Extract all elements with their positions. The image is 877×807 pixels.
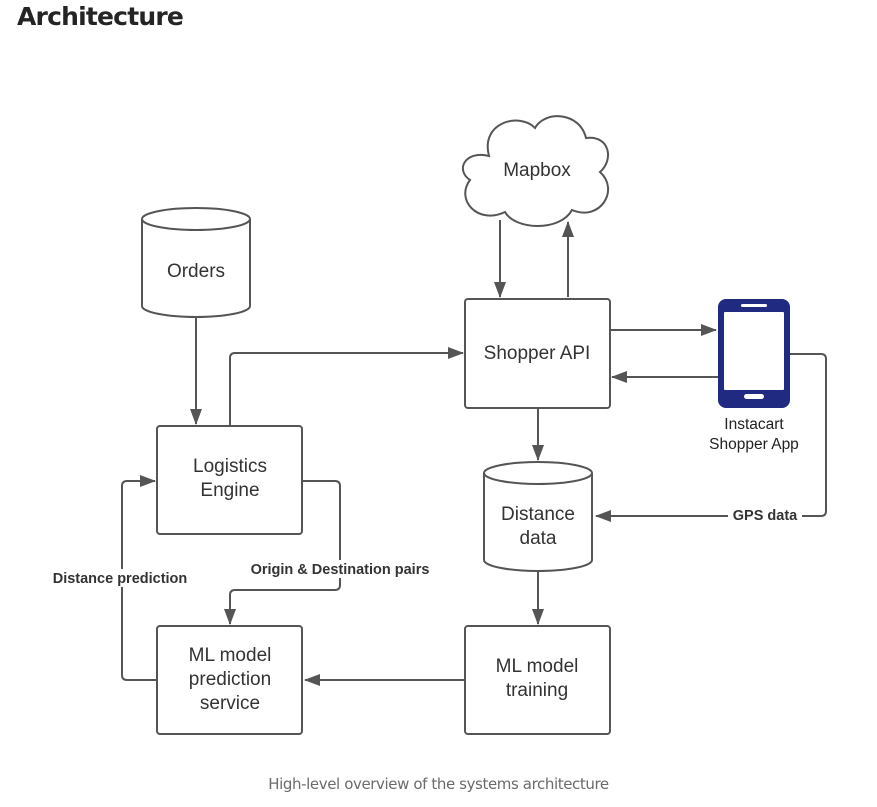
- page-title: Architecture: [17, 2, 184, 31]
- figure-caption: High-level overview of the systems archi…: [268, 775, 609, 793]
- ml-prediction-label-line3: service: [200, 693, 260, 714]
- logistics-label-line1: Logistics: [193, 456, 267, 477]
- ml-training-label-line2: training: [506, 680, 568, 701]
- cloud-shape: [461, 115, 610, 227]
- ml-training-node: ML model training: [464, 625, 611, 735]
- ml-training-label-line1: ML model: [496, 656, 579, 677]
- phone-home-button: [744, 394, 764, 399]
- ml-prediction-label-line1: ML model: [189, 645, 272, 666]
- gps-data-label: GPS data: [733, 508, 798, 524]
- cylinder-top: [483, 461, 593, 485]
- ml-prediction-label-line2: prediction: [189, 669, 271, 690]
- logistics-node: Logistics Engine: [156, 425, 303, 535]
- origin-destination-label: Origin & Destination pairs: [251, 562, 430, 578]
- edges: [121, 220, 827, 686]
- cylinder-body: [483, 473, 593, 572]
- edge-app-to-distance-data-gps: [595, 353, 827, 522]
- cylinder-top: [141, 207, 251, 231]
- phone-speaker: [741, 304, 767, 307]
- edge-labels: GPS data Origin & Destination pairs Dist…: [44, 506, 802, 587]
- phone-label-line1: Instacart: [724, 416, 784, 433]
- distance-data-label-line1: Distance: [501, 504, 575, 525]
- distance-data-label-line2: data: [520, 528, 557, 549]
- phone-screen: [724, 312, 784, 390]
- orders-label: Orders: [167, 261, 225, 282]
- mapbox-node: Mapbox: [461, 115, 610, 227]
- orders-node: Orders: [141, 207, 251, 318]
- ml-prediction-node: ML model prediction service: [156, 625, 303, 735]
- distance-prediction-label: Distance prediction: [53, 571, 188, 587]
- distance-data-node: Distance data: [483, 461, 593, 572]
- shopper-api-node: Shopper API: [464, 298, 611, 409]
- phone-label-line2: Shopper App: [709, 436, 799, 453]
- mapbox-label: Mapbox: [503, 160, 571, 181]
- edge-logistics-to-prediction-origin-dest: [224, 480, 341, 625]
- logistics-label-line2: Engine: [200, 480, 259, 501]
- phone-node: Instacart Shopper App: [709, 299, 799, 453]
- edge-logistics-to-shopper-api: [229, 347, 464, 426]
- shopper-api-label: Shopper API: [484, 343, 591, 364]
- cylinder-body: [141, 219, 251, 318]
